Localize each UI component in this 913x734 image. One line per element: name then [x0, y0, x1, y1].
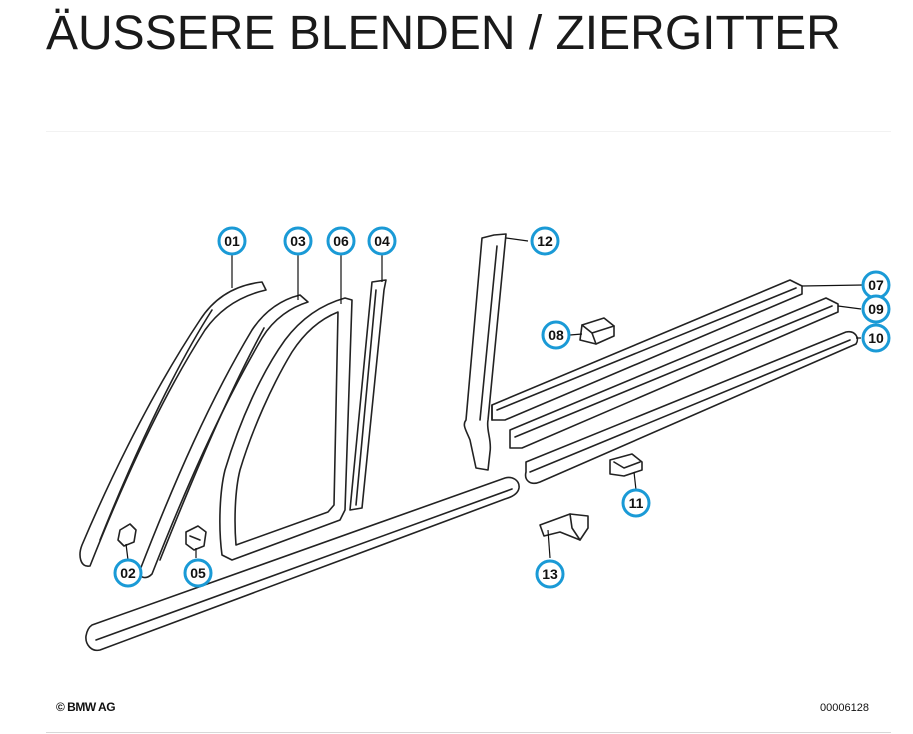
part-03-drawing — [138, 294, 309, 579]
part-05-drawing — [185, 525, 207, 551]
callout-circle-10 — [861, 323, 891, 353]
part-12-drawing — [463, 233, 507, 471]
callout-circle-01 — [217, 226, 247, 256]
callout-05: 05 — [183, 558, 213, 588]
callout-circle-13 — [535, 559, 565, 589]
part-10-drawing — [524, 330, 859, 485]
part-11-drawing — [609, 453, 643, 477]
callout-label-08: 08 — [548, 327, 564, 343]
callout-circle-12 — [530, 226, 560, 256]
sill-strip-drawing — [85, 476, 520, 652]
leader-13 — [547, 529, 551, 559]
callout-13: 13 — [535, 559, 565, 589]
callout-circle-03 — [283, 226, 313, 256]
callout-08: 08 — [541, 320, 571, 350]
callout-12: 12 — [530, 226, 560, 256]
callout-label-03: 03 — [290, 233, 306, 249]
callout-circle-11 — [621, 488, 651, 518]
callout-label-11: 11 — [629, 495, 644, 511]
leader-11 — [633, 471, 637, 491]
callout-circle-04 — [367, 226, 397, 256]
callout-09: 09 — [861, 294, 891, 324]
part-02-drawing — [117, 523, 137, 547]
leader-02 — [125, 543, 129, 561]
callout-circle-05 — [183, 558, 213, 588]
callout-label-12: 12 — [537, 233, 553, 249]
diagram-panel — [46, 132, 891, 733]
part-06-drawing — [219, 297, 353, 561]
part-01-drawing — [79, 281, 267, 567]
callout-label-04: 04 — [374, 233, 390, 249]
callout-label-09: 09 — [868, 301, 884, 317]
part-04-drawing — [349, 279, 387, 511]
callout-03: 03 — [283, 226, 313, 256]
callouts: 01 02 03 04 05 06 07 08 09 10 11 12 13 — [113, 226, 891, 589]
callout-label-07: 07 — [868, 277, 884, 293]
callout-02: 02 — [113, 558, 143, 588]
panel-top-rule — [46, 131, 891, 132]
part-09-drawing — [509, 297, 839, 449]
callout-label-10: 10 — [868, 330, 884, 346]
leader-08 — [569, 333, 583, 336]
leader-07 — [801, 284, 864, 287]
callout-circle-02 — [113, 558, 143, 588]
callout-10: 10 — [861, 323, 891, 353]
callout-label-13: 13 — [542, 566, 558, 582]
callout-label-02: 02 — [120, 565, 136, 581]
callout-circle-06 — [326, 226, 356, 256]
callout-07: 07 — [861, 270, 891, 300]
callout-06: 06 — [326, 226, 356, 256]
callout-label-01: 01 — [224, 233, 240, 249]
copyright-text: © BMW AG — [56, 700, 116, 714]
callout-01: 01 — [217, 226, 247, 256]
callout-04: 04 — [367, 226, 397, 256]
leader-lines — [125, 237, 864, 561]
callout-label-05: 05 — [190, 565, 206, 581]
part-07-drawing — [491, 279, 803, 421]
part-13-drawing — [539, 513, 589, 541]
page-title: ÄUSSERE BLENDEN / ZIERGITTER — [46, 7, 841, 60]
leader-12 — [505, 237, 529, 242]
callout-circle-08 — [541, 320, 571, 350]
part-08-drawing — [579, 317, 615, 345]
callout-label-06: 06 — [333, 233, 349, 249]
callout-11: 11 — [621, 488, 651, 518]
callout-circle-09 — [861, 294, 891, 324]
leader-09 — [837, 305, 862, 310]
diagram-number: 00006128 — [820, 702, 869, 714]
